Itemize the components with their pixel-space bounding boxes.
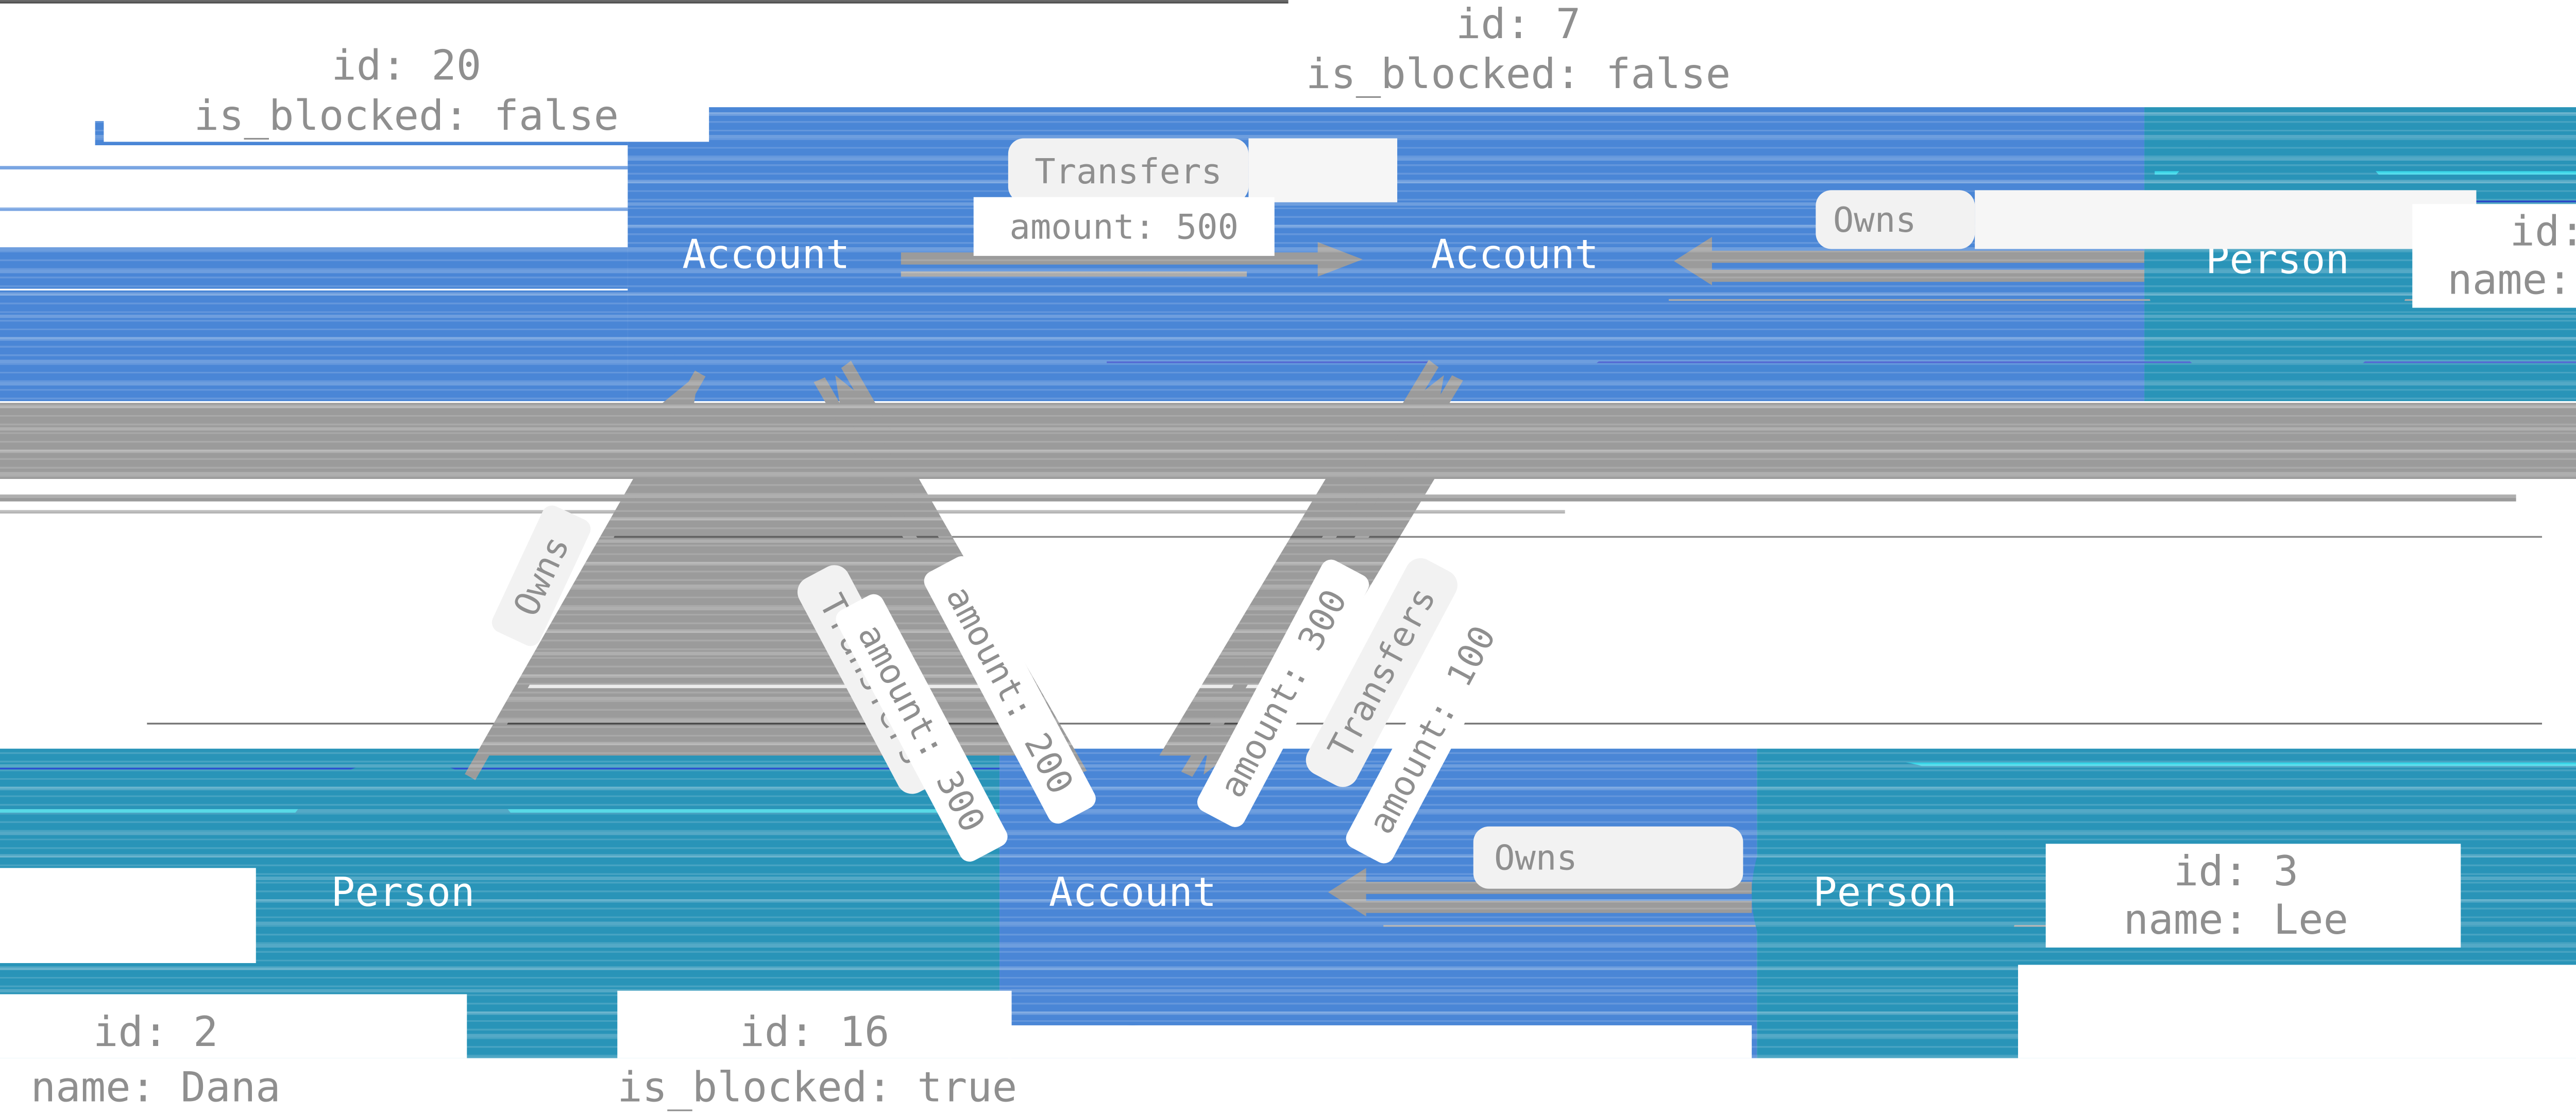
- person-2-prop-id: id: 2: [93, 1008, 218, 1057]
- person-3-props-box: [2045, 844, 2461, 948]
- node-person-1: Person: [2144, 128, 2411, 394]
- transfers-500-type-label: Transfers: [1008, 138, 1249, 202]
- edge-owns-alex-echo: [1669, 299, 2576, 301]
- node-person-2: Person: [268, 759, 538, 1029]
- node-person-2-label: Person: [331, 871, 475, 917]
- account-20-prop-id: id: 20: [331, 41, 482, 90]
- owns-lee-text: Owns: [1494, 836, 1578, 879]
- smear-band-gray: [0, 403, 2576, 479]
- node-account-20: Account: [631, 121, 901, 391]
- account-16-props-box: [617, 990, 1012, 1058]
- owns-alex-label-smear: [1975, 190, 2477, 249]
- white-gap-below-account16: [1008, 1025, 1752, 1058]
- person-2-prop-name: name: Dana: [30, 1063, 281, 1112]
- account-20-props-bg: [104, 35, 709, 142]
- top-edge-line: [0, 0, 1289, 4]
- thin-blue-line-1: [0, 166, 628, 170]
- person-3-props: id: 3 name: Lee: [2046, 847, 2426, 944]
- white-gap-left-of-dana: [0, 868, 256, 964]
- account-16-prop-blocked: is_blocked: true: [617, 1063, 1018, 1112]
- thin-blue-line-2: [0, 207, 628, 211]
- edge-transfers-500-arrowhead: [1317, 242, 1363, 277]
- account-7-prop-blocked: is_blocked: false: [1306, 50, 1731, 99]
- person-1-prop-name: name: Alex: [2447, 255, 2576, 304]
- edge-owns-lee-arrowhead: [1328, 868, 1366, 917]
- navy-accent-bottom-left: [0, 767, 1000, 769]
- account-7-props: id: 7 is_blocked: false: [1259, 0, 1778, 100]
- account-20-props: id: 20 is_blocked: false: [104, 42, 709, 142]
- person-3-prop-name: name: Lee: [2123, 896, 2349, 945]
- transfers-500-amount-label: amount: 500: [973, 197, 1275, 256]
- node-account-16-label: Account: [1048, 871, 1217, 917]
- node-person-3: Person: [1752, 761, 2019, 1027]
- account-7-prop-id: id: 7: [1455, 0, 1581, 49]
- node-account-7: Account: [1380, 121, 1650, 391]
- white-gap-right-of-lee: [2018, 965, 2576, 1058]
- person-2-props-box: [0, 994, 467, 1058]
- person-1-props-box: [2412, 204, 2576, 308]
- account-16-prop-id: id: 16: [739, 1008, 890, 1057]
- account-20-prop-blocked: is_blocked: false: [194, 91, 619, 140]
- edge-transfers-500-echo: [901, 271, 1247, 277]
- edge-owns-alex-arrowhead: [1674, 236, 1712, 285]
- person-1-prop-id: id: 1: [2510, 207, 2576, 256]
- smear-rect-left-low: [0, 290, 628, 401]
- node-account-7-label: Account: [1431, 233, 1599, 279]
- person-2-props: id: 2 name: Dana: [0, 1005, 311, 1115]
- edge-owns-alex-shaft-1: [1710, 250, 2145, 263]
- dark-streak-1: [614, 536, 2543, 538]
- navy-accent-mid: [1107, 361, 2576, 364]
- owns-alex-label: Owns: [1816, 190, 1975, 249]
- person-1-props: id: 1 name: Alex: [2412, 208, 2576, 304]
- edge-owns-lee-shaft-2: [1364, 901, 1752, 913]
- transfers-500-label-smear: [1248, 138, 1398, 202]
- edge-owns-alex-shaft-2: [1710, 269, 2145, 282]
- account-16-props: id: 16 is_blocked: true: [617, 1005, 1018, 1115]
- node-account-20-label: Account: [682, 233, 850, 279]
- owns-alex-text: Owns: [1833, 199, 1917, 241]
- white-streak-mid: [156, 684, 2507, 689]
- transfers-500-amount-text: amount: 500: [1009, 205, 1239, 248]
- node-person-3-label: Person: [1813, 871, 1957, 917]
- smear-stripe-left-mid: [0, 247, 628, 289]
- owns-lee-label: Owns: [1473, 826, 1743, 889]
- transfers-500-type-text: Transfers: [1035, 149, 1222, 191]
- person-3-prop-id: id: 3: [2173, 847, 2299, 896]
- cyan-accent-bottom-right: [1902, 762, 2576, 766]
